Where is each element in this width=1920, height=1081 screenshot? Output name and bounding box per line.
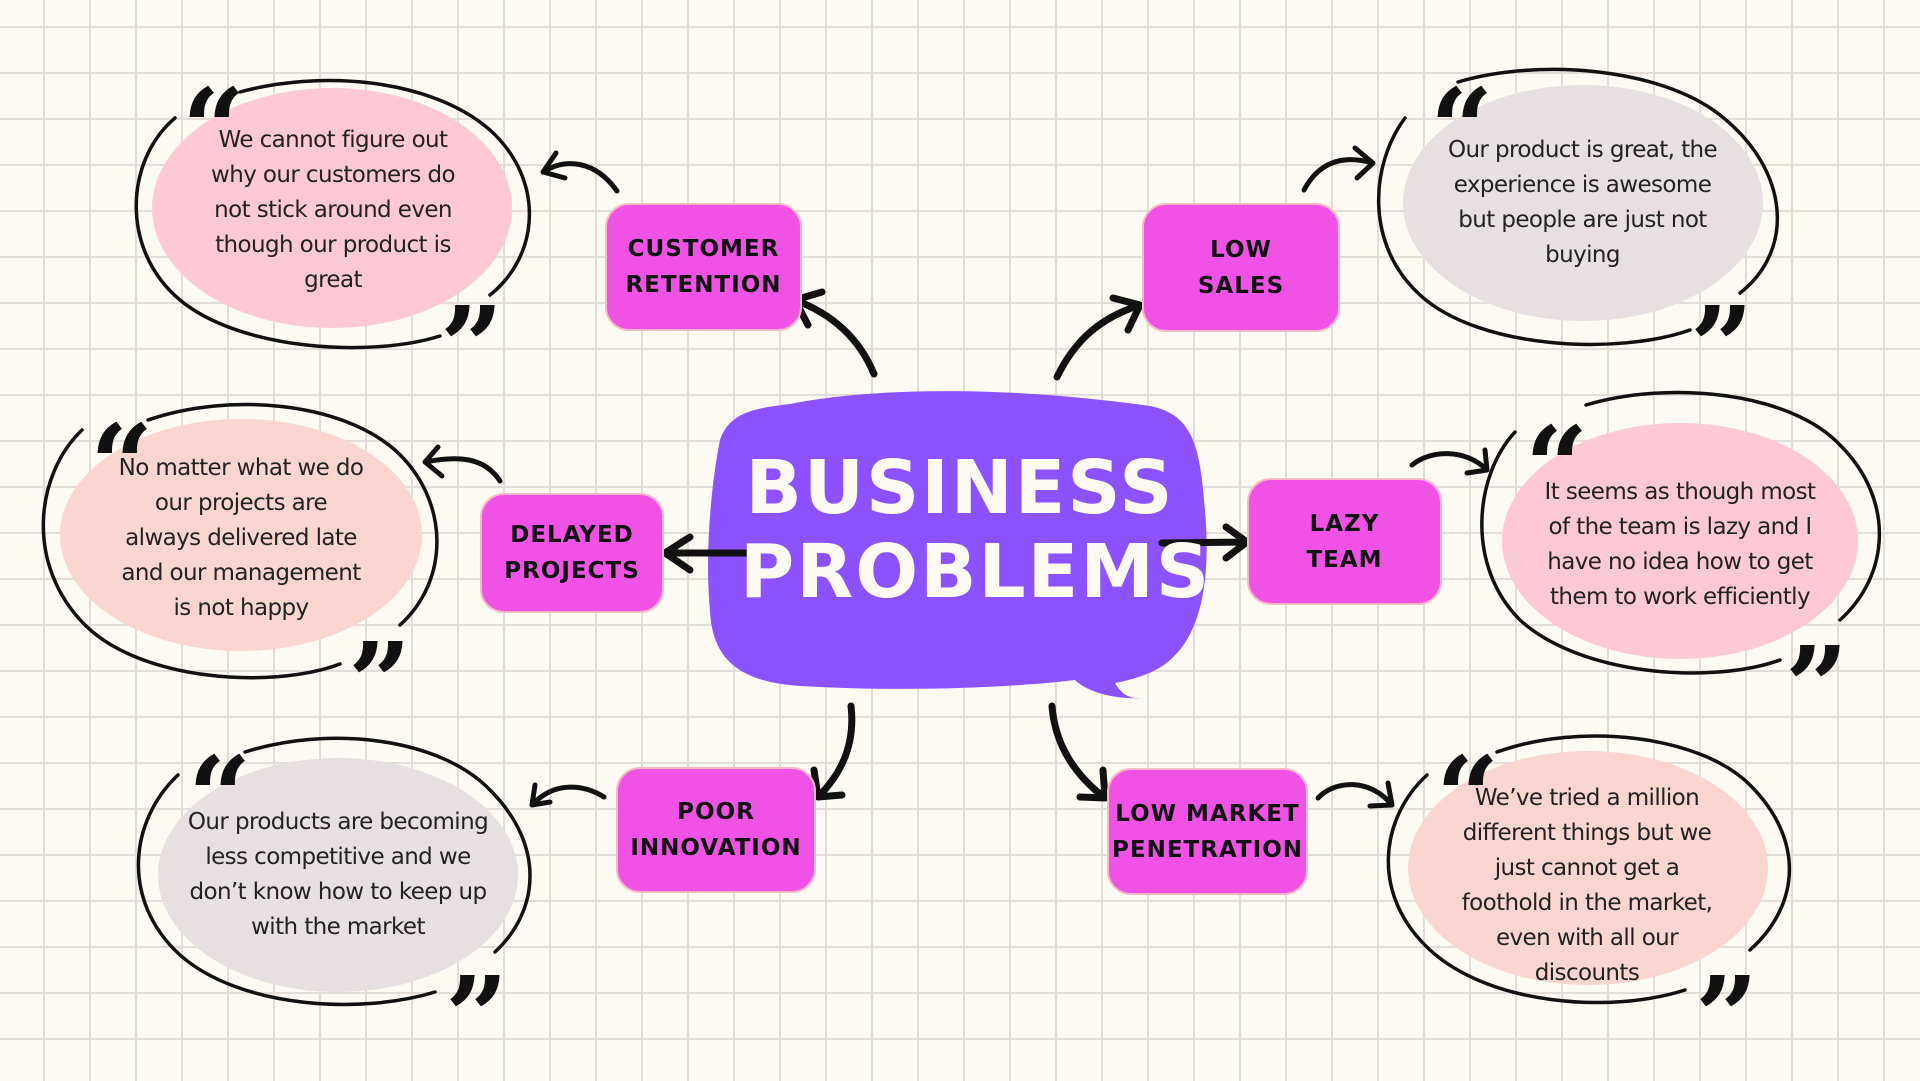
quote-outline-delayed-projects xyxy=(41,402,439,680)
problem-label: CUSTOMER RETENTION xyxy=(625,236,782,298)
close-quote-icon: ” xyxy=(1695,952,1759,1081)
quote-outline-low-market-penetration xyxy=(1386,734,1792,1005)
quote-text-low-sales: Our product is great, the experience is … xyxy=(1447,136,1718,268)
open-quote-icon: “ xyxy=(90,400,154,529)
quote-text-poor-innovation: Our products are becoming less competiti… xyxy=(187,808,489,940)
open-quote-icon: “ xyxy=(182,64,246,193)
problem-box-low-market-penetration[interactable]: LOW MARKET PENETRATION xyxy=(1107,768,1308,895)
problem-label: LOW SALES xyxy=(1197,236,1285,299)
arrow-to-quote-low-sales xyxy=(1301,145,1376,193)
problem-label: LAZY TEAM xyxy=(1306,510,1383,573)
arrow-to-low-market-penetration xyxy=(1048,702,1109,802)
quote-outline-customer-retention xyxy=(134,78,532,350)
arrow-to-lazy-team xyxy=(1158,523,1251,562)
problem-label: LOW MARKET PENETRATION xyxy=(1112,800,1303,863)
problem-label: DELAYED PROJECTS xyxy=(504,522,640,584)
open-quote-icon: “ xyxy=(1436,732,1500,861)
quote-fill-delayed-projects xyxy=(60,419,422,651)
open-quote-icon: “ xyxy=(188,732,252,861)
arrow-to-quote-customer-retention xyxy=(540,150,620,194)
arrow-to-poor-innovation xyxy=(810,702,856,801)
close-quote-icon: ” xyxy=(445,952,509,1081)
quote-outline-poor-innovation xyxy=(136,736,532,1007)
quote-outline-lazy-team xyxy=(1480,390,1882,675)
quote-fill-low-market-penetration xyxy=(1408,751,1768,985)
center-speech-bubble xyxy=(708,391,1207,699)
quote-text-delayed-projects: No matter what we do our projects are al… xyxy=(118,454,364,621)
problem-box-delayed-projects[interactable]: DELAYED PROJECTS xyxy=(480,493,664,613)
open-quote-icon: “ xyxy=(1430,64,1494,193)
arrow-to-delayed-projects xyxy=(661,533,752,574)
close-quote-icon: ” xyxy=(348,618,412,747)
close-quote-icon: ” xyxy=(440,282,504,411)
problem-box-low-sales[interactable]: LOW SALES xyxy=(1142,203,1340,332)
problem-box-customer-retention[interactable]: CUSTOMER RETENTION xyxy=(605,203,802,331)
quote-fill-poor-innovation xyxy=(158,758,518,992)
center-title: BUSINESS PROBLEMS xyxy=(740,445,1212,615)
quote-fill-lazy-team xyxy=(1502,423,1858,659)
quote-text-customer-retention: We cannot figure out why our customers d… xyxy=(211,126,456,293)
problem-box-lazy-team[interactable]: LAZY TEAM xyxy=(1247,478,1442,605)
quote-outline-low-sales xyxy=(1376,67,1780,347)
arrow-to-low-sales xyxy=(1053,294,1144,381)
quote-fill-low-sales xyxy=(1403,85,1763,321)
quote-text-lazy-team: It seems as though most of the team is l… xyxy=(1544,478,1817,610)
arrow-to-customer-retention xyxy=(791,288,878,378)
arrow-to-quote-low-market-penetration xyxy=(1315,780,1395,809)
arrow-to-quote-delayed-projects xyxy=(422,444,503,484)
quote-text-low-market-penetration: We’ve tried a million different things b… xyxy=(1461,784,1713,986)
problem-box-poor-innovation[interactable]: POOR INNOVATION xyxy=(616,767,816,893)
arrow-to-quote-lazy-team xyxy=(1409,447,1490,476)
open-quote-icon: “ xyxy=(1525,402,1589,531)
close-quote-icon: ” xyxy=(1690,282,1754,411)
quote-fill-customer-retention xyxy=(152,88,512,328)
problem-label: POOR INNOVATION xyxy=(630,799,802,861)
arrow-to-quote-poor-innovation xyxy=(529,782,607,808)
close-quote-icon: ” xyxy=(1785,622,1849,751)
